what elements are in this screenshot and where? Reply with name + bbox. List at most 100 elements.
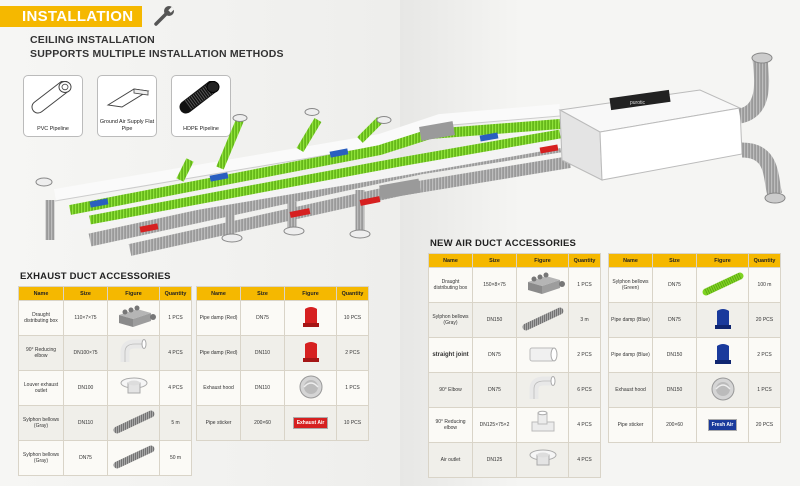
- accessory-name: Sylphon bellows (Green): [608, 267, 653, 303]
- accessory-figure: [696, 372, 749, 408]
- bellows-gray-icon: [113, 410, 154, 434]
- accessory-quantity: 2 PCS: [748, 337, 781, 373]
- accessory-name: 90° Reducing elbow: [428, 407, 473, 443]
- accessory-name: Draught distributing box: [428, 267, 473, 303]
- accessory-figure: [516, 302, 569, 338]
- column-header: Name: [608, 253, 653, 268]
- accessory-name: Exhaust hood: [196, 370, 241, 406]
- unit-brand-label: purotic: [630, 100, 646, 106]
- headline-line-2: SUPPORTS MULTIPLE INSTALLATION METHODS: [30, 48, 284, 60]
- accessory-quantity: 10 PCS: [336, 300, 369, 336]
- accessory-figure: [107, 440, 160, 476]
- pipe-type-label: Ground Air Supply Flat Pipe: [99, 119, 155, 132]
- accessory-figure: [107, 405, 160, 441]
- flat-pipe-card: Ground Air Supply Flat Pipe: [97, 75, 157, 137]
- accessory-size: DN110: [63, 405, 108, 441]
- accessory-quantity: 2 PCS: [568, 337, 601, 373]
- elbow-icon: [529, 375, 555, 399]
- accessory-name: Pipe damp (Red): [196, 335, 241, 371]
- accessory-name: Sylphon bellows (Gray): [18, 440, 64, 476]
- clamp-blue-icon: [714, 308, 731, 329]
- pipe-type-label: PVC Pipeline: [37, 125, 69, 132]
- hdpe-pipeline-card: HDPE Pipeline: [171, 75, 231, 137]
- accessory-figure: [696, 337, 749, 373]
- flat-pipe-icon: [106, 88, 150, 108]
- accessory-quantity: 2 PCS: [336, 335, 369, 371]
- column-header: Name: [196, 286, 241, 301]
- accessory-figure: [107, 300, 160, 336]
- pvc-pipeline-card: PVC Pipeline: [23, 75, 83, 137]
- column-header: Quantity: [336, 286, 369, 301]
- accessory-quantity: 10 PCS: [336, 405, 369, 441]
- accessory-size: DN100: [63, 370, 108, 406]
- column-header: Quantity: [568, 253, 601, 268]
- box-icon: [527, 272, 565, 294]
- box-icon: [118, 305, 156, 327]
- accessory-figure: [696, 267, 749, 303]
- hood-icon: [299, 375, 322, 399]
- accessory-figure: [696, 302, 749, 338]
- accessory-size: DN75: [240, 300, 285, 336]
- accessory-size: DN75: [472, 372, 517, 408]
- column-header: Quantity: [748, 253, 781, 268]
- fresh-air-sticker: Fresh Air: [707, 418, 738, 432]
- accessory-size: 150×8×75: [472, 267, 517, 303]
- installation-banner: INSTALLATION: [0, 6, 142, 27]
- wrench-icon: [154, 6, 175, 26]
- accessory-name: Pipe damp (Red): [196, 300, 241, 336]
- accessory-size: DN125: [472, 442, 517, 478]
- accessory-quantity: 20 PCS: [748, 302, 781, 338]
- outlet-icon: [529, 449, 556, 466]
- accessory-quantity: 1 PCS: [336, 370, 369, 406]
- accessory-quantity: 100 m: [748, 267, 781, 303]
- column-header: Name: [18, 286, 64, 301]
- accessory-figure: [284, 370, 337, 406]
- exhaust-section-title: EXHAUST DUCT ACCESSORIES: [20, 271, 171, 282]
- tee-icon: [531, 410, 554, 432]
- accessory-name: Air outlet: [428, 442, 473, 478]
- accessory-size: DN150: [652, 372, 697, 408]
- column-header: Size: [240, 286, 285, 301]
- accessory-row: Pipe damp (Red)DN75 10 PCS: [196, 300, 369, 336]
- accessory-figure: [284, 335, 337, 371]
- column-header: Figure: [516, 253, 569, 268]
- column-header: Name: [428, 253, 473, 268]
- accessory-quantity: 3 m: [568, 302, 601, 338]
- accessory-size: 110×7×75: [63, 300, 108, 336]
- accessory-name: Sylphon bellows (Gray): [18, 405, 64, 441]
- ceiling-duct-illustration: purotic: [35, 52, 786, 256]
- column-header: Figure: [696, 253, 749, 268]
- accessory-name: 90° Reducing elbow: [18, 335, 64, 371]
- clamp-blue-icon: [714, 343, 731, 364]
- accessory-figure: Exhaust Air: [284, 405, 337, 441]
- accessory-quantity: 50 m: [159, 440, 192, 476]
- accessory-quantity: 4 PCS: [159, 335, 192, 371]
- accessory-figure: [107, 370, 160, 406]
- clamp-red-icon: [302, 341, 319, 362]
- accessory-figure: [516, 407, 569, 443]
- column-header: Size: [472, 253, 517, 268]
- accessory-name: 90° Elbow: [428, 372, 473, 408]
- hood-icon: [711, 377, 734, 401]
- column-header: Quantity: [159, 286, 192, 301]
- accessory-size: DN75: [652, 267, 697, 303]
- accessory-name: Exhaust hood: [608, 372, 653, 408]
- accessory-size: 200×60: [652, 407, 697, 443]
- accessory-name: Pipe sticker: [196, 405, 241, 441]
- accessory-figure: [516, 442, 569, 478]
- accessory-name: Draught distributing box: [18, 300, 64, 336]
- elbow-icon: [120, 338, 146, 362]
